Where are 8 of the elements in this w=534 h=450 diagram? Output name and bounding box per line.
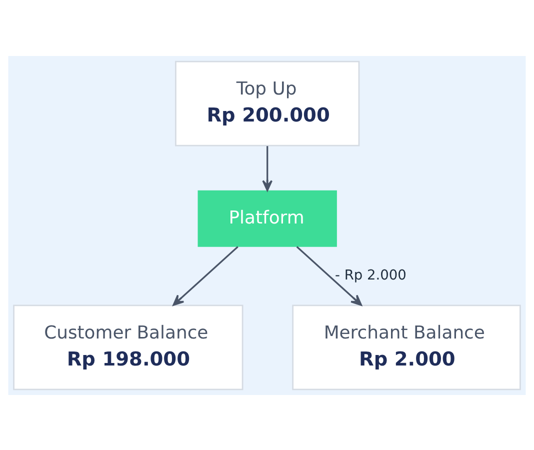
arrow <box>296 246 362 306</box>
node-box: Platform <box>198 190 337 246</box>
arrow <box>262 146 273 191</box>
node-box: Merchant Balance Rp 2.000 <box>292 304 521 390</box>
arrow <box>172 246 238 306</box>
node-box: Customer Balance Rp 198.000 <box>13 304 244 390</box>
node-box: Top Up Rp 200.000 <box>175 60 360 146</box>
edge-label: - Rp 2.000 <box>334 266 406 283</box>
